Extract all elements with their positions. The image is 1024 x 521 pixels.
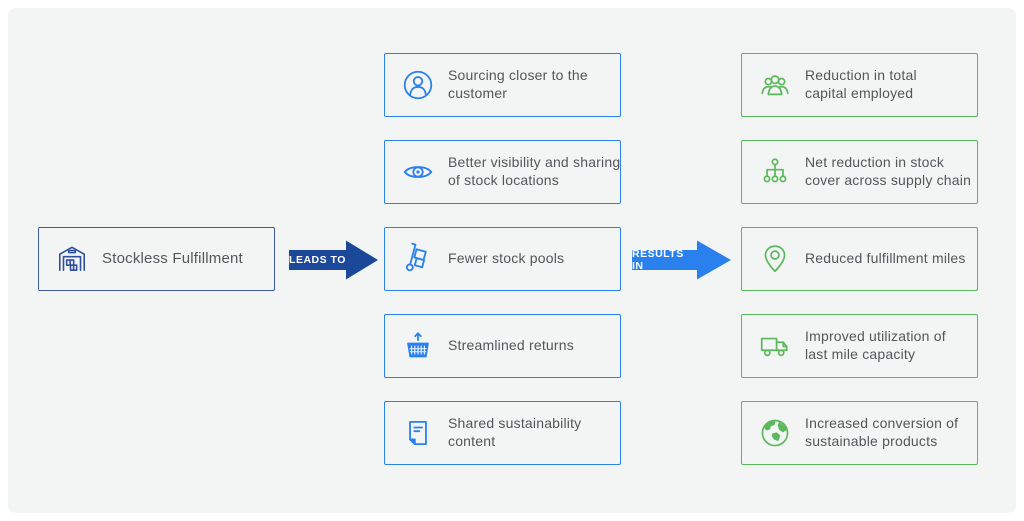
- card-label: Net reduction in stock cover across supp…: [805, 154, 972, 188]
- card-sourcing-closer: Sourcing closer to the customer: [384, 53, 621, 117]
- basket-icon: [401, 329, 435, 363]
- card-label: Reduction in total capital employed: [805, 67, 917, 101]
- hand-truck-icon: [401, 242, 435, 276]
- card-last-mile-utilization: Improved utilization of last mile capaci…: [741, 314, 978, 378]
- card-net-stock-reduction: Net reduction in stock cover across supp…: [741, 140, 978, 204]
- card-label: Stockless Fulfillment: [102, 250, 243, 268]
- card-label: Better visibility and sharing of stock l…: [448, 154, 621, 188]
- person-circle-icon: [401, 68, 435, 102]
- card-label: Streamlined returns: [448, 337, 574, 354]
- results-in-arrow: RESULTS IN: [632, 238, 731, 282]
- warehouse-icon: [55, 242, 89, 276]
- eye-icon: [401, 155, 435, 189]
- card-label: Fewer stock pools: [448, 250, 565, 267]
- card-shared-sustainability-content: Shared sustainability content: [384, 401, 621, 465]
- location-pin-icon: [758, 242, 792, 276]
- card-label: Improved utilization of last mile capaci…: [805, 328, 946, 362]
- truck-icon: [758, 329, 792, 363]
- document-icon: [401, 416, 435, 450]
- card-stockless-fulfillment: Stockless Fulfillment: [38, 227, 275, 291]
- leads-to-label: LEADS TO: [289, 254, 346, 266]
- card-sustainable-conversion: Increased conversion of sustainable prod…: [741, 401, 978, 465]
- card-fewer-stock-pools: Fewer stock pools: [384, 227, 621, 291]
- globe-icon: [758, 416, 792, 450]
- card-streamlined-returns: Streamlined returns: [384, 314, 621, 378]
- card-reduction-total-capital: Reduction in total capital employed: [741, 53, 978, 117]
- hierarchy-icon: [758, 155, 792, 189]
- card-label: Shared sustainability content: [448, 415, 582, 449]
- leads-to-arrow: LEADS TO: [289, 238, 378, 282]
- card-reduced-fulfillment-miles: Reduced fulfillment miles: [741, 227, 978, 291]
- card-label: Reduced fulfillment miles: [805, 250, 966, 267]
- diagram-canvas: [8, 8, 1016, 513]
- card-label: Sourcing closer to the customer: [448, 67, 588, 101]
- people-group-icon: [758, 68, 792, 102]
- results-in-label: RESULTS IN: [632, 248, 684, 272]
- card-stock-visibility: Better visibility and sharing of stock l…: [384, 140, 621, 204]
- card-label: Increased conversion of sustainable prod…: [805, 415, 959, 449]
